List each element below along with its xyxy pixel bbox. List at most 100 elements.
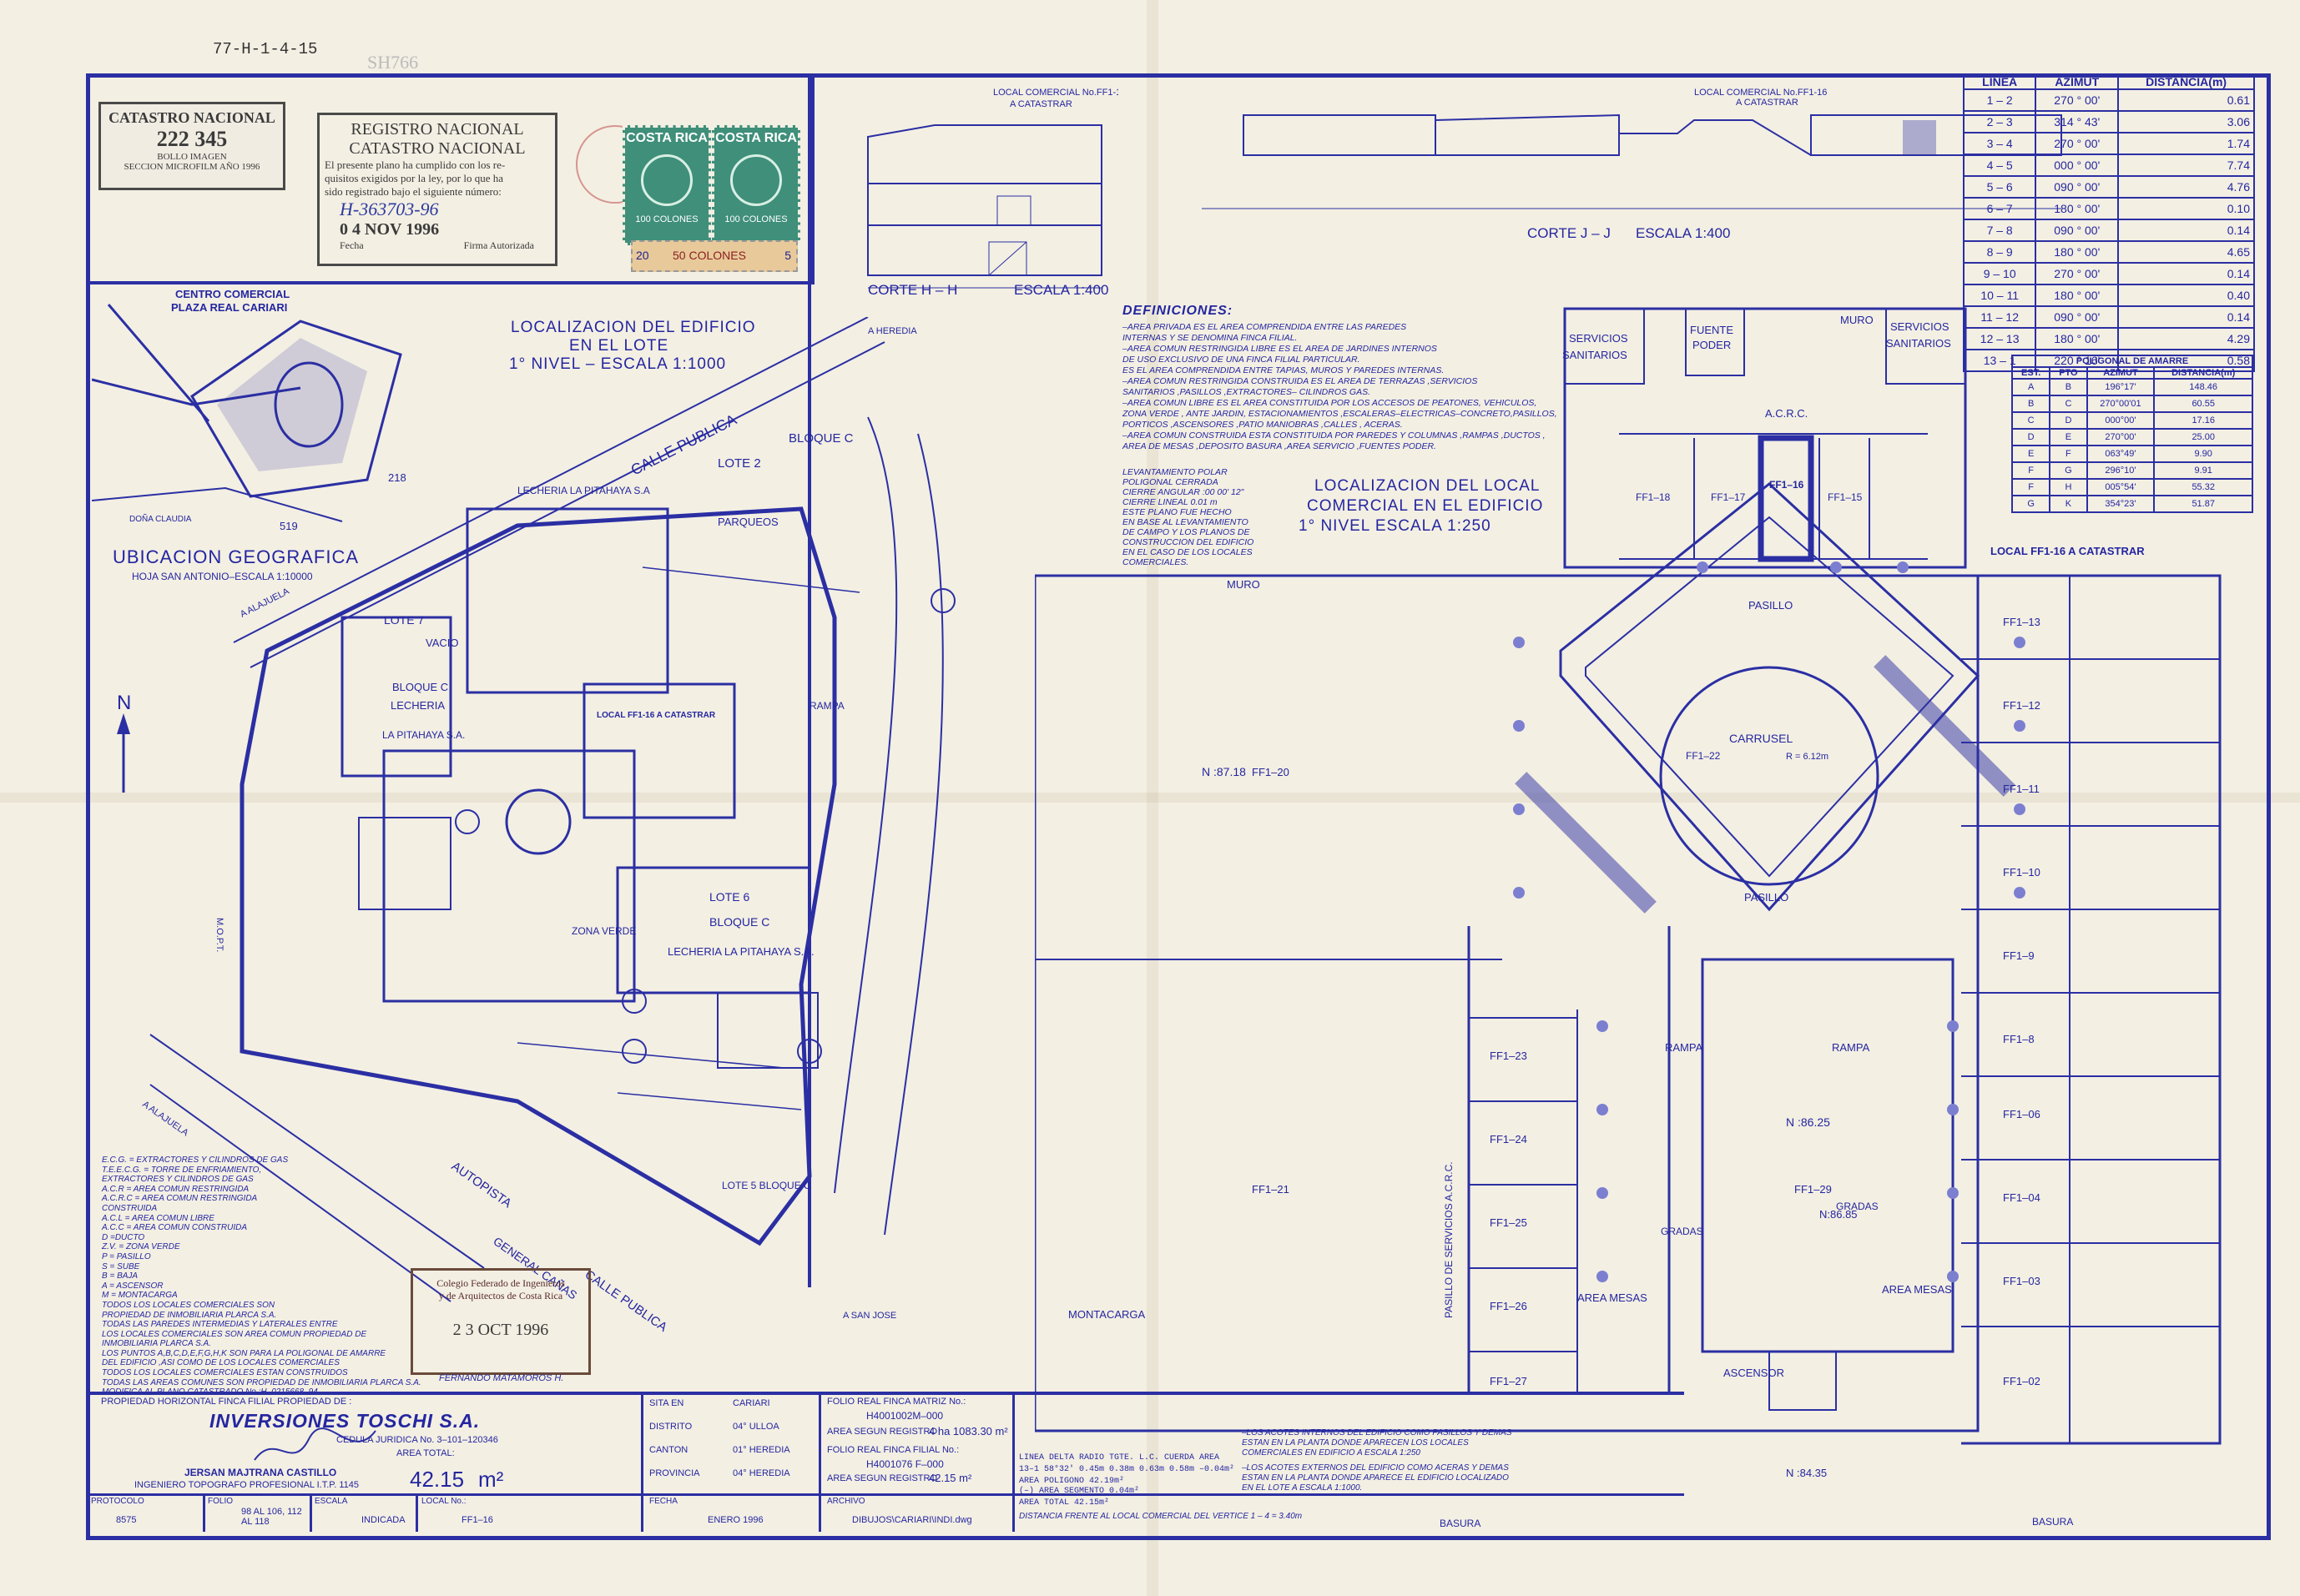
tb-protocolo-label: PROTOCOLO — [91, 1497, 144, 1506]
azimut-cell-azimut: 314 ° 43' — [2035, 110, 2120, 133]
location-map: CENTRO COMERCIAL PLAZA REAL CARIARI 218 … — [92, 288, 406, 530]
corte-jj-local-title: LOCAL COMERCIAL No.FF1-16 — [1694, 88, 1827, 98]
stamp-value-2: 100 COLONES — [724, 214, 788, 224]
tb-area-total: 42.15 — [410, 1467, 465, 1492]
map-dona: DOÑA CLAUDIA — [129, 513, 192, 524]
legend-line: Z.V. = ZONA VERDE — [102, 1242, 180, 1252]
poligonal-cell-est: G — [2010, 495, 2051, 513]
azimut-header-linea: LINEA — [1962, 73, 2037, 90]
tb-area-registro-2: 42.15 m² — [929, 1472, 972, 1484]
tb-canton-label: CANTON — [649, 1445, 688, 1455]
legend-line: P = PASILLO — [102, 1251, 151, 1261]
tb-area-total-row: AREA TOTAL 42.15m² — [1019, 1498, 1110, 1508]
floor-plan: CARRUSEL FF1–22 R = 6.12m PASILLO PASILL… — [1035, 307, 2222, 1527]
local-title-3: 1° NIVEL ESCALA 1:250 — [1299, 517, 1491, 535]
corte-jj-drawing: LOCAL COMERCIAL No.FF1-16 A CATASTRAR — [1202, 88, 2062, 209]
levantamiento-line: COMERCIALES. — [1122, 557, 1189, 567]
legend-line: A.C.R = AREA COMUN RESTRINGIDA — [102, 1184, 250, 1194]
legend-line: M = MONTACARGA — [102, 1291, 178, 1301]
poligonal-header-pto: PTO — [2049, 366, 2088, 380]
local-title-1: LOCALIZACION DEL LOCAL — [1314, 477, 1541, 495]
poligonal-cell-distancia: 55.32 — [2153, 478, 2253, 496]
site-lecheria-6: LECHERIA LA PITAHAYA S.A. — [668, 945, 815, 958]
catastro-number: 222 345 — [156, 127, 228, 151]
plan-sanitarios-right: SANITARIOS — [1886, 337, 1951, 350]
plan-unit-ff19: FF1–9 — [2003, 949, 2035, 962]
site-a-alajuela-2: A ALAJUELA — [239, 587, 291, 620]
paper-fold-horizontal — [0, 793, 2300, 803]
tb-owner: INVERSIONES TOSCHI S.A. — [209, 1410, 481, 1432]
site-calle-publica-2: CALLE PUBLICA — [583, 1267, 670, 1334]
azimut-cell-linea: 11 – 12 — [1962, 305, 2037, 329]
azimut-cell-azimut: 180 ° 00' — [2035, 240, 2120, 264]
site-bloque-c: BLOQUE C — [392, 681, 448, 693]
legend-line: INMOBILIARIA PLARCA S.A. — [102, 1339, 211, 1349]
colegio-stamp: Colegio Federado de Ingenieros y de Arqu… — [411, 1268, 591, 1375]
site-rampa: RAMPA — [810, 700, 845, 712]
poligonal-table: POLIGONAL DE AMARRE EST. PTO AZIMUT DIST… — [2010, 355, 2253, 513]
registro-date: 0 4 NOV 1996 — [340, 220, 440, 239]
tb-protocolo: 8575 — [116, 1515, 137, 1525]
legend-line: S = SUBE — [102, 1261, 140, 1271]
plan-unit-ff124: FF1–24 — [1490, 1133, 1527, 1145]
poligonal-cell-est: C — [2010, 411, 2051, 430]
tb-local: FF1–16 — [462, 1515, 493, 1525]
site-lecheria-top: LECHERIA LA PITAHAYA S.A — [517, 485, 650, 496]
site-autopista: AUTOPISTA — [449, 1159, 514, 1211]
tb-notes-4: –LOS ACOTES EXTERNOS DEL EDIFICIO COMO A… — [1242, 1463, 1509, 1473]
legend-line: EXTRACTORES Y CILINDROS DE GAS — [102, 1175, 254, 1185]
levantamiento-line: EN EL CASO DE LOS LOCALES — [1122, 547, 1253, 557]
plan-fuente: FUENTE — [1690, 324, 1733, 336]
poligonal-cell-azimut: 063°49' — [2086, 445, 2156, 463]
poligonal-cell-pto: D — [2049, 411, 2088, 430]
azimut-cell-distancia: 0.61 — [2117, 88, 2255, 112]
tb-canton: 01° HEREDIA — [733, 1445, 790, 1455]
levantamiento-line: CIERRE LINEAL 0.01 m — [1122, 497, 1218, 507]
definicion-line: PORTICOS ,ASCENSORES ,PATIO MANIOBRAS ,C… — [1122, 420, 1403, 430]
stamp-value-3: 20 — [636, 249, 649, 262]
poligonal-cell-azimut: 000°00' — [2086, 411, 2156, 430]
definicion-line: ES EL AREA COMPRENDIDA ENTRE TAPIAS, MUR… — [1122, 365, 1445, 375]
plan-level-2: N :86.25 — [1786, 1115, 1830, 1129]
levantamiento-line: LEVANTAMIENTO POLAR — [1122, 467, 1228, 477]
poligonal-cell-pto: H — [2049, 478, 2088, 496]
corte-hh-drawing: LOCAL COMERCIAL No.FF1-16 A CATASTRAR — [867, 88, 1118, 289]
plan-unit-ff115: FF1–15 — [1828, 491, 1863, 503]
azimut-cell-linea: 9 – 10 — [1962, 262, 2037, 285]
azimut-header-azimut: AZIMUT — [2035, 73, 2120, 90]
site-mopt: M.O.P.T. — [214, 918, 224, 952]
plan-servicios-right: SERVICIOS — [1890, 320, 1949, 333]
azimut-header-distancia: DISTANCIA(m) — [2117, 73, 2255, 90]
tb-propiedad-label: PROPIEDAD HORIZONTAL FINCA FILIAL PROPIE… — [101, 1397, 352, 1407]
poligonal-cell-distancia: 9.91 — [2153, 461, 2253, 480]
catastro-line1: BOLLO IMAGEN — [157, 152, 227, 162]
plan-unit-ff127: FF1–27 — [1490, 1375, 1527, 1387]
plan-unit-ff113: FF1–13 — [2003, 616, 2040, 628]
tb-distancia: DISTANCIA FRENTE AL LOCAL COMERCIAL DEL … — [1019, 1512, 1303, 1521]
definicion-line: –AREA COMUN LIBRE ES EL AREA CONSTITUIDA… — [1122, 398, 1537, 408]
tb-fecha: ENERO 1996 — [708, 1515, 764, 1525]
legend-line: DEL EDIFICIO ,ASI COMO DE LOS LOCALES CO… — [102, 1358, 340, 1368]
azimut-cell-distancia: 3.06 — [2117, 110, 2255, 133]
plan-ascensor: ASCENSOR — [1723, 1367, 1784, 1379]
plan-unit-ff103: FF1–03 — [2003, 1275, 2040, 1287]
plan-level-1: N :87.18 — [1202, 765, 1246, 778]
azimut-cell-linea: 8 – 9 — [1962, 240, 2037, 264]
tb-archivo: DIBUJOS\CARIARI\INDI.dwg — [852, 1515, 972, 1525]
lote-title-2: EN EL LOTE — [569, 337, 669, 355]
legend-line: TODOS LOS LOCALES COMERCIALES SON — [102, 1300, 275, 1310]
poligonal-cell-azimut: 354°23' — [2086, 495, 2156, 513]
stamp-value-1: 100 COLONES — [635, 214, 699, 224]
site-plan: CALLE PUBLICA LOTE 2 BLOQUE C LECHERIA L… — [117, 317, 956, 1335]
azimut-cell-distancia: 0.14 — [2117, 262, 2255, 285]
local-title-2: COMERCIAL EN EL EDIFICIO — [1307, 497, 1544, 515]
tb-folio-label: FOLIO — [208, 1497, 234, 1506]
divider-top-left — [808, 73, 811, 1287]
azimut-cell-azimut: 270 ° 00' — [2035, 132, 2120, 155]
azimut-cell-azimut: 270 ° 00' — [2035, 88, 2120, 112]
legend-line: E.C.G. = EXTRACTORES Y CILINDROS DE GAS — [102, 1155, 289, 1165]
plan-poder: PODER — [1692, 339, 1731, 351]
